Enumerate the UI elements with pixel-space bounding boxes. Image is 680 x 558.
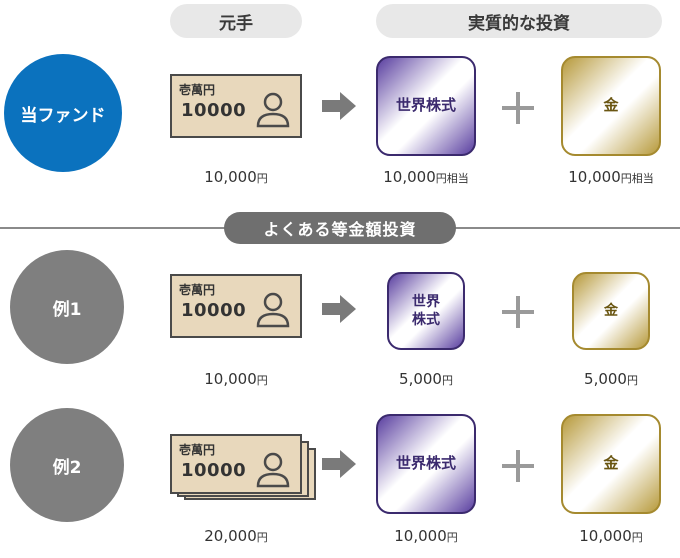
- world-stocks-box: 世界 株式: [387, 272, 465, 350]
- header-principal: 元手: [170, 4, 302, 38]
- principal-amount: 10,000円: [204, 168, 268, 186]
- principal-amount: 10,000円: [204, 370, 268, 388]
- banknote-value: 10000: [181, 300, 247, 321]
- example2-circle: 例2: [10, 408, 124, 522]
- gold-amount: 10,000円: [579, 527, 643, 545]
- gold-label: 金: [603, 454, 619, 473]
- person-icon: [256, 292, 290, 328]
- world-stocks-label: 世界株式: [395, 454, 456, 473]
- example1-circle: 例1: [10, 250, 124, 364]
- banknote-label: 壱萬円: [179, 83, 216, 97]
- gold-box: 金: [561, 56, 661, 156]
- banknote-value: 10000: [181, 460, 247, 481]
- banknote-icon: 壱萬円 10000: [170, 274, 302, 338]
- stock-amount: 10,000円相当: [383, 168, 469, 186]
- fund-circle: 当ファンド: [4, 54, 122, 172]
- banknote-icon: 壱萬円 10000: [170, 434, 302, 494]
- right-arrow-icon: [322, 450, 356, 478]
- plus-icon: [502, 450, 534, 482]
- world-stocks-label: 世界株式: [395, 96, 456, 115]
- world-stocks-label-line1: 世界: [412, 293, 440, 310]
- right-arrow-icon: [322, 295, 356, 323]
- world-stocks-label-line2: 株式: [412, 312, 440, 328]
- world-stocks-box: 世界株式: [376, 414, 476, 514]
- principal-amount: 20,000円: [204, 527, 268, 545]
- equal-weight-label: よくある等金額投資: [224, 212, 456, 244]
- gold-box: 金: [561, 414, 661, 514]
- gold-amount: 10,000円相当: [568, 168, 654, 186]
- world-stocks-box: 世界株式: [376, 56, 476, 156]
- gold-label: 金: [604, 302, 618, 319]
- header-effective-investment: 実質的な投資: [376, 4, 662, 38]
- gold-amount: 5,000円: [584, 370, 638, 388]
- person-icon: [256, 452, 290, 488]
- right-arrow-icon: [322, 92, 356, 120]
- banknote-label: 壱萬円: [179, 283, 216, 297]
- banknote-icon: 壱萬円 10000: [170, 74, 302, 138]
- banknote-label: 壱萬円: [179, 443, 216, 457]
- plus-icon: [502, 296, 534, 328]
- stock-amount: 5,000円: [399, 370, 453, 388]
- gold-label: 金: [603, 96, 619, 115]
- banknote-value: 10000: [181, 100, 247, 121]
- gold-box: 金: [572, 272, 650, 350]
- stock-amount: 10,000円: [394, 527, 458, 545]
- person-icon: [256, 92, 290, 128]
- plus-icon: [502, 92, 534, 124]
